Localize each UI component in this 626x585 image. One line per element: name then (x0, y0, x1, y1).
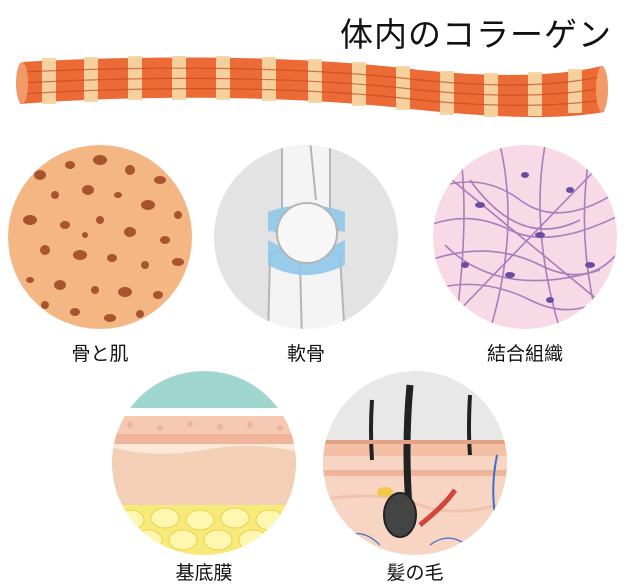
label-bone-skin: 骨と肌 (71, 343, 129, 365)
label-connective-tissue: 結合組織 (486, 343, 563, 365)
basement-membrane-circle (112, 371, 296, 555)
label-basement-membrane: 基底膜 (175, 562, 233, 584)
label-hair: 髪の毛 (386, 562, 444, 584)
page-title: 体内のコラーゲン (340, 15, 612, 54)
cartilage-circle (214, 145, 398, 329)
bone-skin-circle (8, 145, 192, 329)
label-cartilage: 軟骨 (286, 343, 325, 365)
hair-circle (323, 371, 507, 555)
connective-tissue-circle (433, 145, 617, 329)
collagen-fiber (16, 56, 608, 118)
